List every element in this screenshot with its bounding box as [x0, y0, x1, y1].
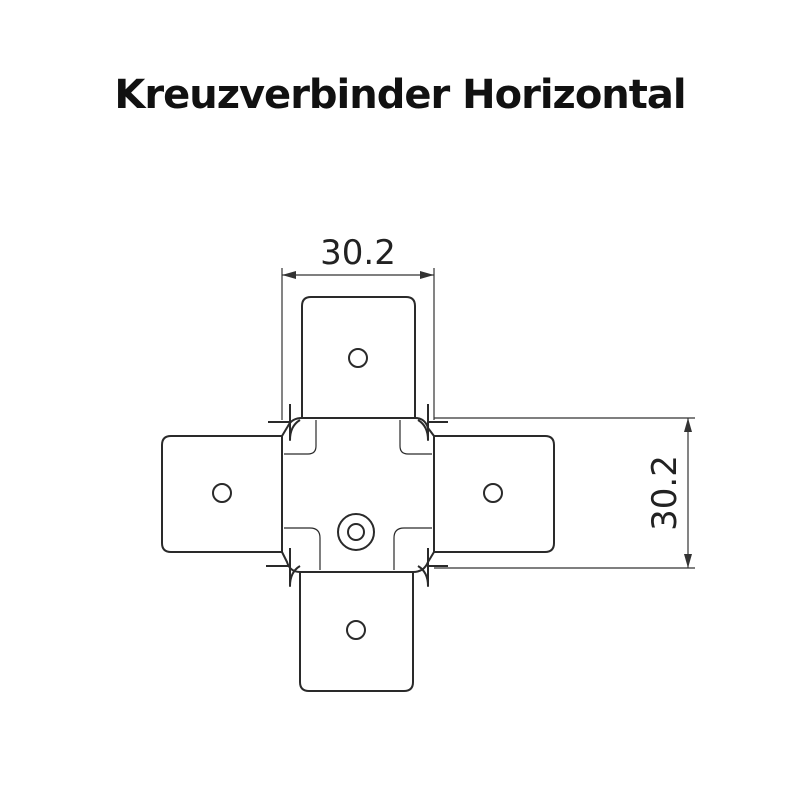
center-screw-inner [347, 523, 365, 541]
left-arm-hole [212, 483, 232, 503]
arrow-left [282, 271, 296, 279]
right-arm-hole [483, 483, 503, 503]
top-arm [301, 296, 416, 418]
left-arm-outline [161, 435, 282, 553]
clip-bottom-right [417, 548, 448, 587]
center-screw-outer [337, 513, 375, 551]
pocket-bottom-right [393, 527, 432, 570]
clip-bottom-left [266, 548, 301, 587]
dimension-vertical: 30.2 [434, 417, 695, 569]
page-title: Kreuzverbinder Horizontal [114, 72, 686, 118]
clip-top-left [268, 404, 301, 441]
pocket-top-right [399, 420, 432, 455]
dimension-horizontal: 30.2 [281, 233, 435, 420]
right-arm-outline [434, 435, 555, 553]
top-arm-hole [348, 348, 368, 368]
arrow-right [420, 271, 434, 279]
corner-clips [266, 404, 448, 587]
bottom-arm [299, 572, 414, 692]
clip-top-right [417, 404, 448, 441]
bottom-arm-outline [299, 572, 414, 692]
arrow-top [684, 418, 692, 432]
dimension-label-vertical: 30.2 [645, 455, 685, 531]
center-body [281, 417, 435, 573]
dimension-label-horizontal: 30.2 [320, 233, 396, 273]
left-arm [161, 435, 282, 553]
bottom-arm-hole [346, 620, 366, 640]
arrow-bottom [684, 554, 692, 568]
pocket-top-left [284, 420, 317, 455]
right-arm [434, 435, 555, 553]
top-arm-outline [301, 296, 416, 418]
pocket-bottom-left [284, 527, 321, 570]
